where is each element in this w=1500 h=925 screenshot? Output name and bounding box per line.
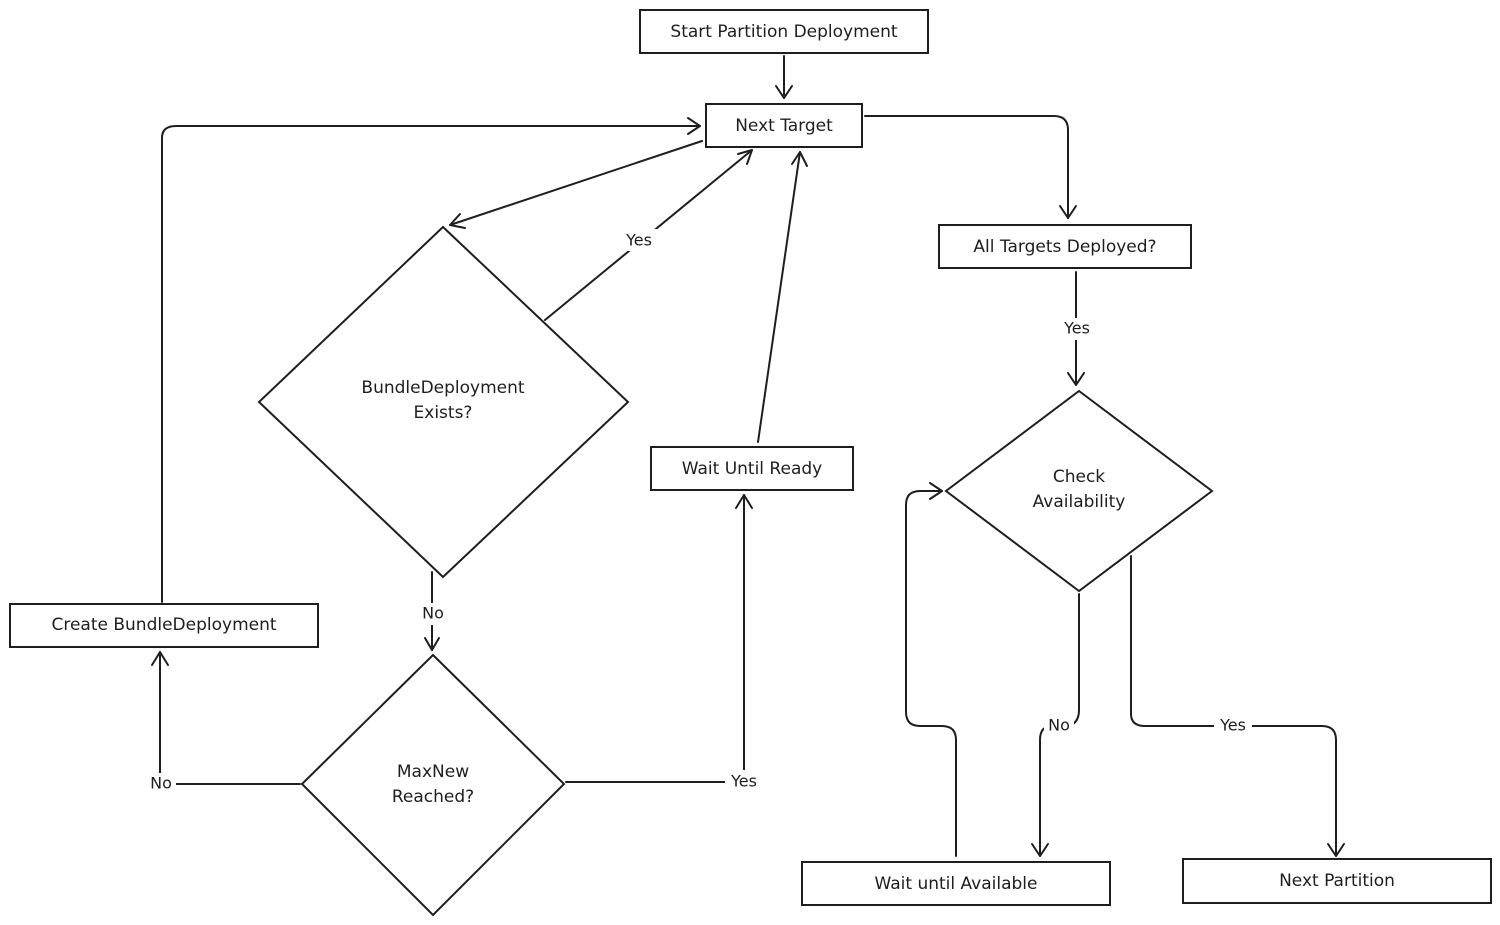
node-wait-until-ready: Wait Until Ready: [650, 446, 854, 491]
svg-text:No: No: [150, 774, 172, 793]
wait-available-label: Wait until Available: [875, 874, 1038, 894]
maxnew-line2: Reached?: [392, 787, 474, 807]
edge-wait-ready-to-next-target: [757, 151, 808, 443]
start-label: Start Partition Deployment: [670, 22, 898, 42]
node-check-availability: Check Availability: [944, 389, 1214, 593]
wait-ready-label: Wait Until Ready: [682, 459, 822, 479]
check-avail-line2: Availability: [1033, 492, 1126, 512]
bundle-exists-line2: Exists?: [414, 403, 473, 423]
edge-start-to-next-target: [775, 55, 793, 99]
edge-label-check-yes: Yes: [1214, 715, 1252, 737]
edge-maxnew-no: [151, 651, 301, 785]
svg-text:Yes: Yes: [730, 772, 757, 791]
all-targets-label: All Targets Deployed?: [973, 237, 1156, 257]
edge-label-bundle-yes: Yes: [620, 229, 658, 251]
node-all-targets-deployed: All Targets Deployed?: [938, 224, 1192, 269]
node-bundle-deployment-exists: BundleDeployment Exists?: [257, 225, 630, 579]
edge-label-check-no: No: [1044, 715, 1074, 737]
node-create-bundle-deployment: Create BundleDeployment: [9, 603, 319, 648]
next-partition-label: Next Partition: [1279, 871, 1395, 891]
edge-check-yes: [1130, 555, 1345, 857]
check-avail-line1: Check: [1053, 467, 1105, 487]
node-start-partition-deployment: Start Partition Deployment: [639, 9, 929, 54]
edge-next-target-to-bundle-exists: [449, 140, 703, 229]
edge-next-target-to-all-targets: [864, 115, 1077, 219]
node-wait-until-available: Wait until Available: [801, 861, 1111, 906]
node-next-partition: Next Partition: [1182, 858, 1492, 904]
edge-label-bundle-no: No: [418, 603, 448, 625]
edge-label-all-targets-yes: Yes: [1058, 318, 1096, 340]
node-maxnew-reached: MaxNew Reached?: [300, 653, 566, 917]
svg-text:Yes: Yes: [1063, 319, 1090, 338]
bundle-exists-line1: BundleDeployment: [361, 378, 525, 398]
node-next-target: Next Target: [705, 103, 863, 148]
next-target-label: Next Target: [735, 116, 833, 136]
edge-wait-available-loop: [905, 482, 957, 857]
svg-text:Yes: Yes: [1219, 716, 1246, 735]
edge-label-maxnew-yes: Yes: [725, 770, 763, 792]
svg-text:No: No: [1048, 716, 1070, 735]
svg-text:Yes: Yes: [625, 231, 652, 250]
svg-text:No: No: [422, 604, 444, 623]
edge-label-maxnew-no: No: [146, 773, 176, 795]
edge-create-bundle-to-next-target: [161, 117, 701, 603]
create-bundle-label: Create BundleDeployment: [51, 615, 276, 635]
edge-maxnew-yes: [565, 494, 753, 783]
maxnew-line1: MaxNew: [397, 762, 469, 782]
